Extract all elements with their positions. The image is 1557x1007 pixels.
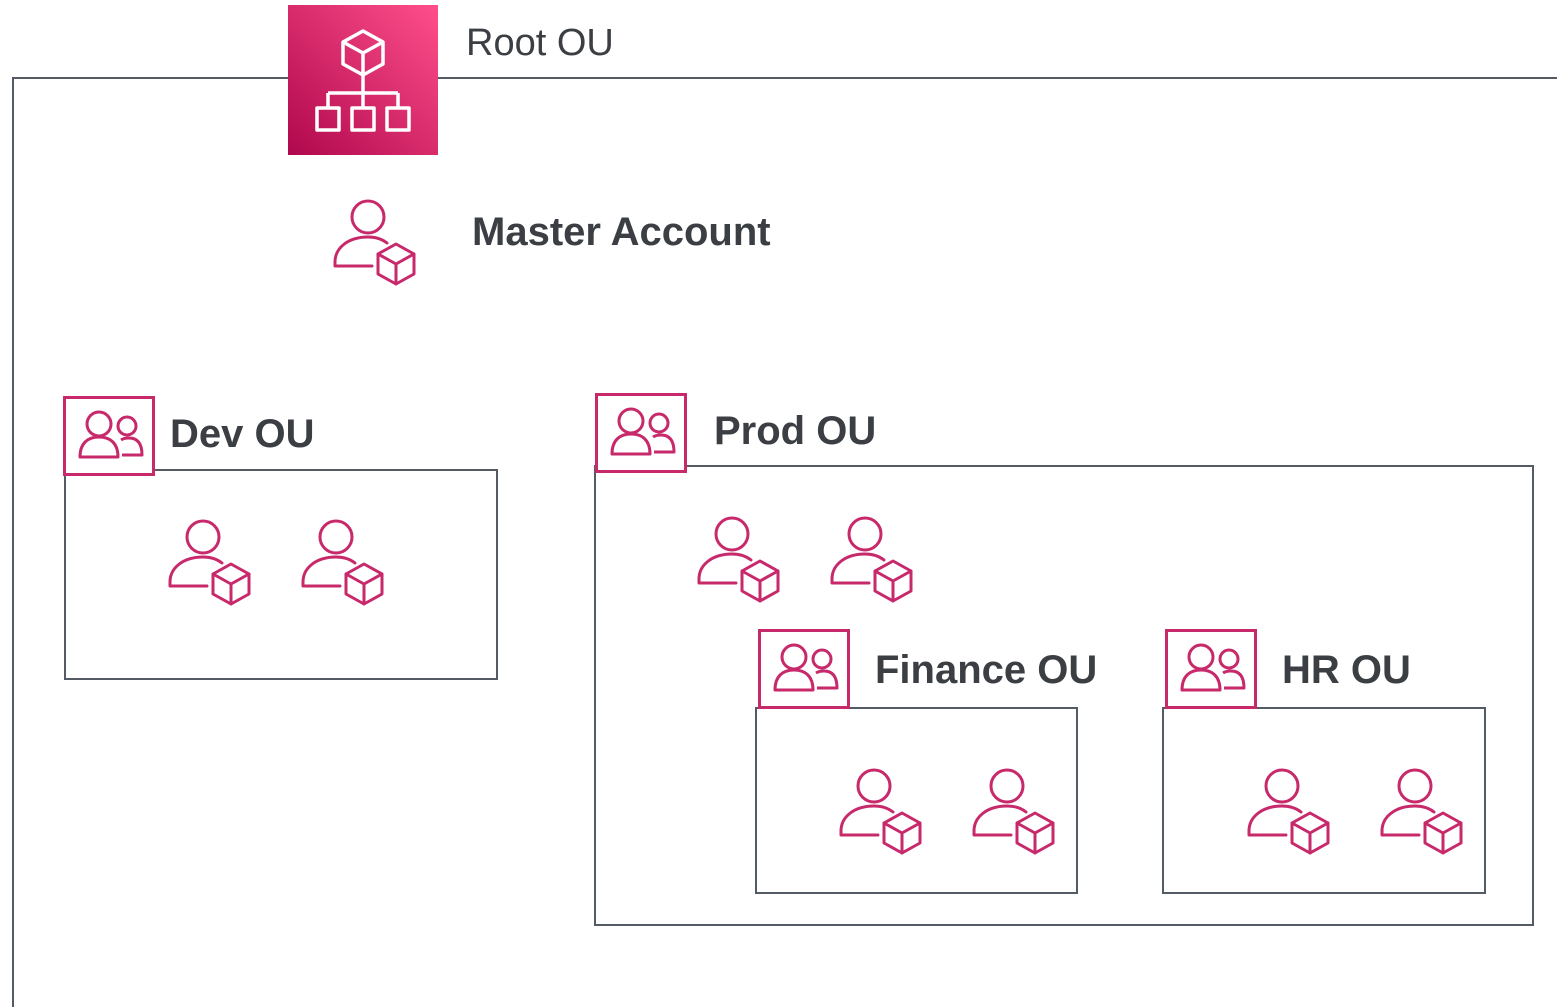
prod-ou-icon: [595, 393, 687, 473]
master-account-icon: [330, 196, 420, 286]
dev-ou-container: [64, 469, 498, 680]
dev-account-1-icon: [165, 516, 255, 606]
master-account-label: Master Account: [472, 210, 771, 254]
root-ou-label: Root OU: [466, 22, 614, 64]
hr-ou-container: [1162, 707, 1486, 894]
finance-account-1-icon: [836, 765, 926, 855]
dev-ou-icon: [63, 396, 155, 476]
prod-ou-label: Prod OU: [714, 409, 877, 453]
hr-account-2-icon: [1377, 765, 1467, 855]
hr-account-1-icon: [1244, 765, 1334, 855]
finance-account-2-icon: [969, 765, 1059, 855]
dev-ou-label: Dev OU: [170, 412, 315, 456]
root-ou-container: [12, 77, 1557, 1007]
dev-account-2-icon: [298, 516, 388, 606]
prod-account-2-icon: [827, 513, 917, 603]
prod-account-1-icon: [694, 513, 784, 603]
hr-ou-icon: [1165, 629, 1257, 709]
hr-ou-label: HR OU: [1282, 648, 1411, 692]
finance-ou-container: [755, 707, 1078, 894]
prod-ou-container: [594, 465, 1534, 926]
finance-ou-label: Finance OU: [875, 648, 1098, 692]
organizations-icon: [288, 5, 438, 155]
finance-ou-icon: [758, 629, 850, 709]
